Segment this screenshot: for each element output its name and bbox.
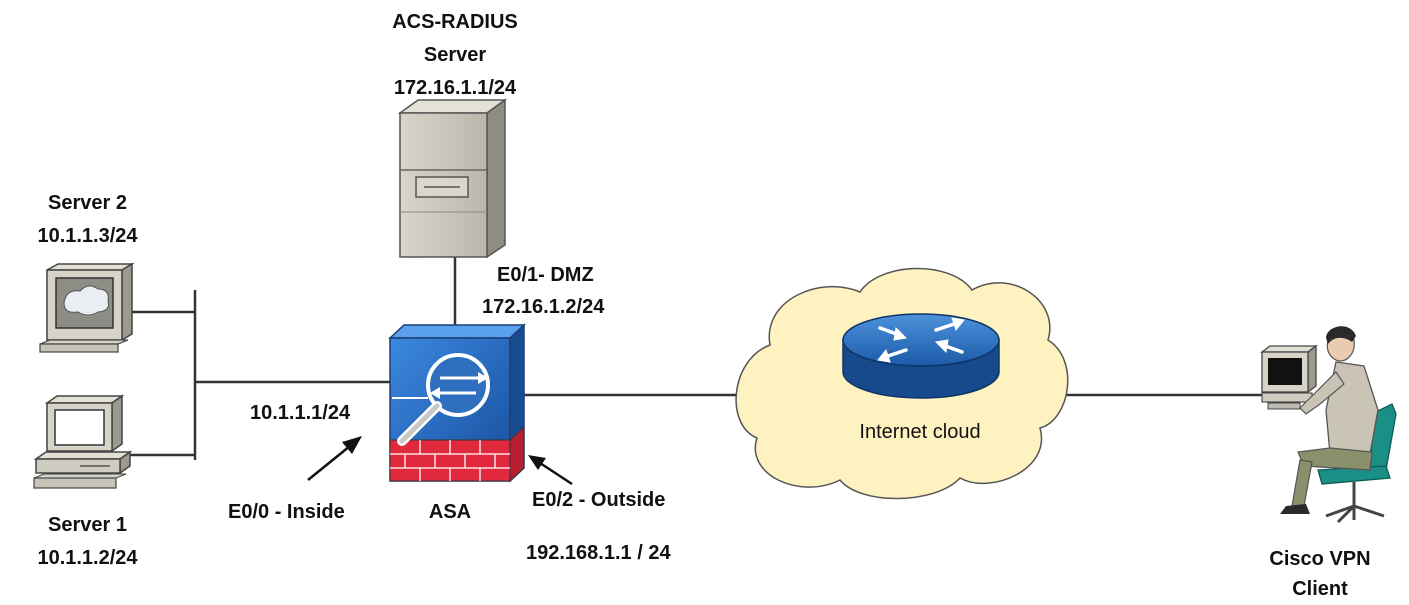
inside-interface-name: E0/0 - Inside: [228, 501, 345, 523]
server2-monitor-icon: [39, 262, 135, 353]
acs-server-icon: [397, 98, 508, 259]
outside-arrow: [528, 455, 573, 486]
vpn-client-name-line1: Cisco VPN: [1269, 548, 1371, 570]
outside-interface-ip: 192.168.1.1 / 24: [526, 542, 671, 564]
server2-ip: 10.1.1.3/24: [37, 225, 138, 247]
server2-name: Server 2: [48, 192, 127, 214]
vpn-client-user-icon: [1260, 326, 1397, 524]
acs-server-name-line2: Server: [423, 44, 487, 66]
dmz-interface-name: E0/1- DMZ: [497, 264, 594, 286]
outside-interface-name: E0/2 - Outside: [532, 489, 666, 511]
server1-computer-icon: [33, 394, 133, 489]
inside-arrow: [307, 436, 362, 481]
acs-server-ip: 172.16.1.1/24: [393, 77, 517, 99]
dmz-interface-ip: 172.16.1.2/24: [482, 296, 605, 318]
asa-firewall-icon: [388, 323, 526, 483]
asa-label: ASA: [428, 501, 472, 523]
links: [122, 255, 1262, 460]
vpn-client-name-line2: Client: [1292, 578, 1348, 600]
server1-ip: 10.1.1.2/24: [37, 547, 138, 569]
inside-interface-ip: 10.1.1.1/24: [250, 402, 351, 424]
internet-cloud-label: Internet cloud: [859, 421, 981, 443]
acs-server-name-line1: ACS-RADIUS: [392, 11, 518, 33]
router-icon: [842, 313, 1000, 399]
server1-name: Server 1: [48, 514, 127, 536]
